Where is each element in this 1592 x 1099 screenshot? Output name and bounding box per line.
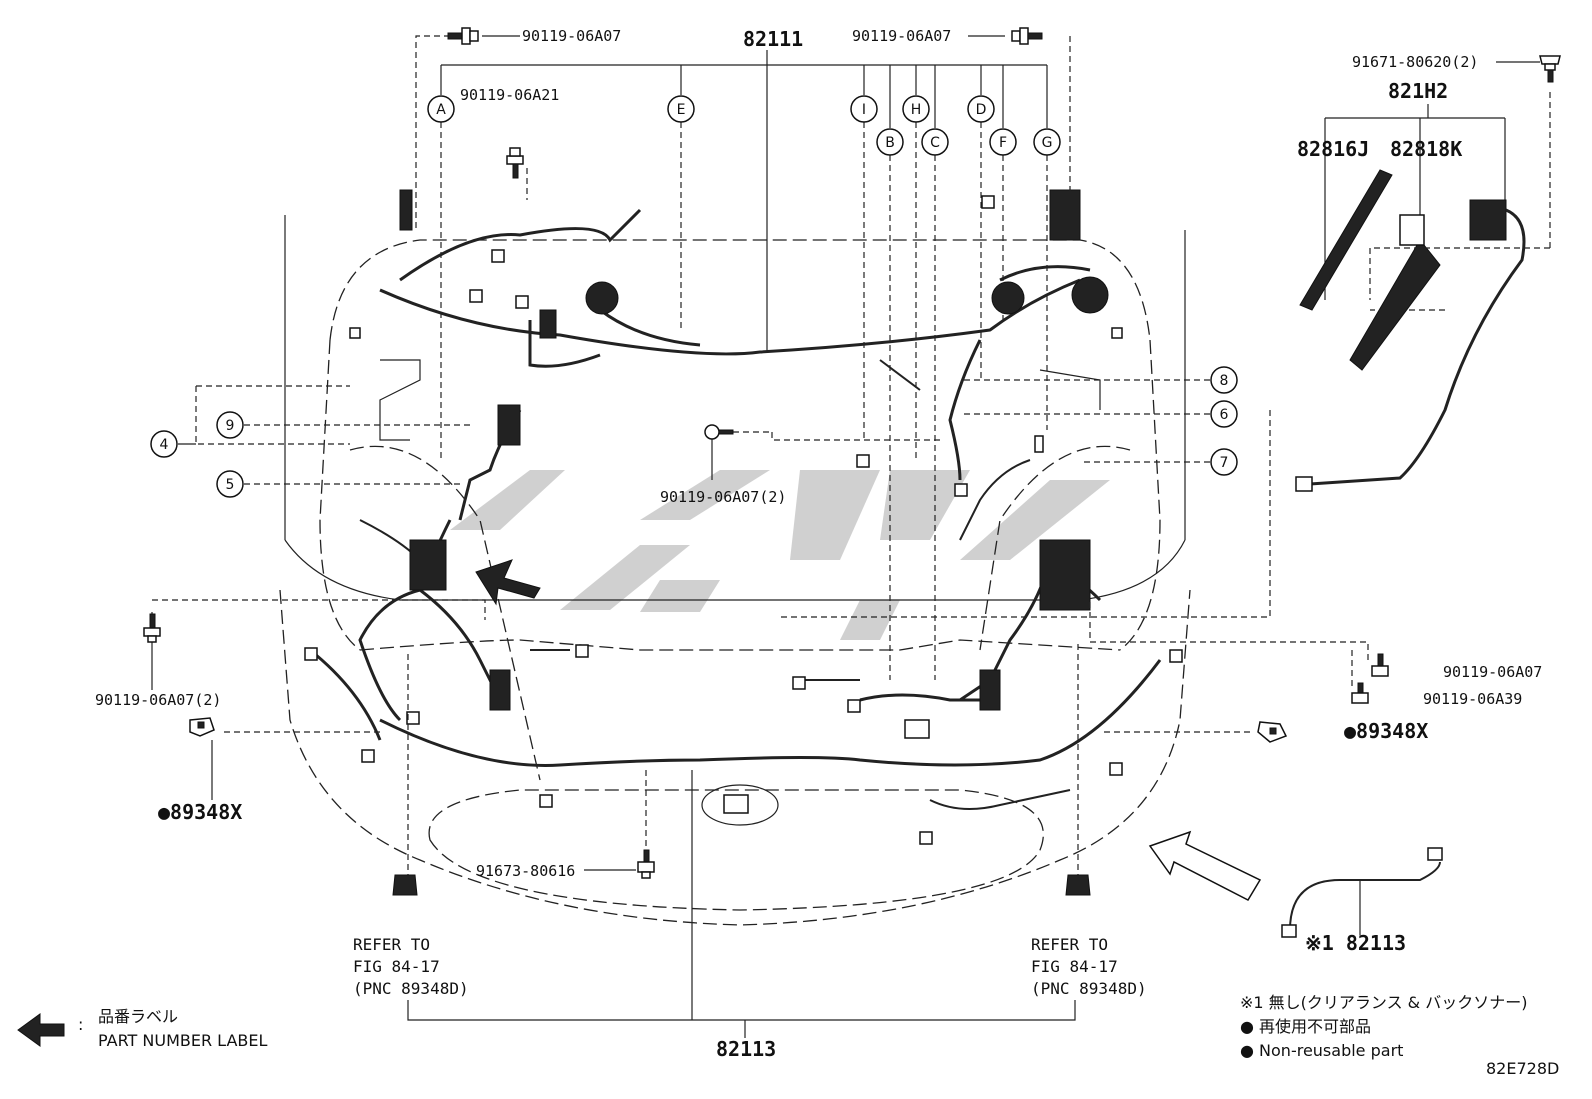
bolt-icon bbox=[704, 424, 734, 440]
sub-harness-components bbox=[1148, 61, 1551, 938]
svg-text:FIG 84-17: FIG 84-17 bbox=[353, 957, 440, 976]
refer-note-left: REFER TO FIG 84-17 (PNC 89348D) bbox=[353, 935, 469, 998]
svg-text:FIG 84-17: FIG 84-17 bbox=[1031, 957, 1118, 976]
car-body-outline bbox=[279, 215, 1191, 926]
bolt-icon bbox=[637, 849, 655, 879]
callout-h: H bbox=[902, 95, 930, 123]
pn-82816j: 82816J bbox=[1297, 137, 1369, 161]
callout-a: A bbox=[427, 95, 455, 123]
arrow-left-icon bbox=[17, 1013, 65, 1047]
bolt-icon bbox=[447, 27, 479, 45]
svg-text:9: 9 bbox=[226, 418, 235, 434]
callout-9: 9 bbox=[216, 411, 244, 439]
pn-821h2: 821H2 bbox=[1388, 79, 1448, 103]
svg-text:7: 7 bbox=[1220, 455, 1229, 471]
svg-text:4: 4 bbox=[160, 437, 169, 453]
top-leader-lines bbox=[415, 35, 1071, 680]
svg-text:B: B bbox=[885, 135, 895, 151]
pn-90119-06a07-center: 90119-06A07(2) bbox=[660, 488, 786, 506]
svg-text:(PNC 89348D): (PNC 89348D) bbox=[1031, 979, 1147, 998]
bolt-icon bbox=[143, 613, 161, 643]
clip-icon bbox=[392, 874, 418, 896]
clip-icon bbox=[1065, 874, 1091, 896]
nonreuse-jp: ● 再使用不可部品 bbox=[1240, 1017, 1371, 1036]
pn-90119-06a07-left: 90119-06A07(2) bbox=[95, 691, 221, 709]
side-leader-lines bbox=[151, 379, 1369, 1038]
pn-90119-06a07-top-left: 90119-06A07 bbox=[522, 27, 621, 45]
pn-90119-06a39: 90119-06A39 bbox=[1423, 690, 1522, 708]
pn-90119-06a07-top-right: 90119-06A07 bbox=[852, 27, 951, 45]
callout-5: 5 bbox=[216, 470, 244, 498]
watermark-logo bbox=[450, 470, 1110, 640]
clip-icon bbox=[1257, 721, 1288, 743]
svg-text:REFER TO: REFER TO bbox=[353, 935, 430, 954]
pn-90119-06a21: 90119-06A21 bbox=[460, 86, 559, 104]
legend: : 品番ラベル PART NUMBER LABEL ※1 無し(クリアランス &… bbox=[17, 993, 1528, 1060]
svg-text:G: G bbox=[1042, 135, 1053, 151]
svg-text:REFER TO: REFER TO bbox=[1031, 935, 1108, 954]
callout-8: 8 bbox=[1210, 366, 1238, 394]
callout-4: 4 bbox=[150, 430, 178, 458]
callout-b: B bbox=[876, 128, 904, 156]
refer-note-right: REFER TO FIG 84-17 (PNC 89348D) bbox=[1031, 935, 1147, 998]
svg-text:(PNC 89348D): (PNC 89348D) bbox=[353, 979, 469, 998]
pn-91673-80616: 91673-80616 bbox=[476, 862, 575, 880]
part-number-labels: 82111 90119-06A07 90119-06A07 90119-06A2… bbox=[95, 27, 1559, 1078]
bolt-icon bbox=[506, 147, 524, 179]
circle-letter-callouts: A E I B H C D F G bbox=[427, 95, 1061, 156]
svg-text:F: F bbox=[999, 135, 1007, 151]
svg-text:8: 8 bbox=[1220, 373, 1229, 389]
callout-g: G bbox=[1033, 128, 1061, 156]
svg-text:D: D bbox=[976, 102, 987, 118]
image-code: 82E728D bbox=[1486, 1059, 1559, 1078]
callout-e: E bbox=[667, 95, 695, 123]
clip-icons bbox=[189, 717, 1288, 896]
svg-text:E: E bbox=[677, 102, 686, 118]
bolt-icon bbox=[1011, 27, 1043, 45]
callout-6: 6 bbox=[1210, 400, 1238, 428]
clip-icon bbox=[189, 717, 215, 737]
svg-text:A: A bbox=[436, 102, 446, 118]
svg-text:I: I bbox=[862, 102, 866, 118]
harness-connectors bbox=[304, 189, 1183, 845]
label-jp: 品番ラベル bbox=[98, 1007, 178, 1026]
callout-7: 7 bbox=[1210, 448, 1238, 476]
callout-i: I bbox=[850, 95, 878, 123]
pn-90119-06a07-right: 90119-06A07 bbox=[1443, 663, 1542, 681]
callout-c: C bbox=[921, 128, 949, 156]
bolt-icon bbox=[1539, 55, 1561, 83]
svg-text:6: 6 bbox=[1220, 407, 1229, 423]
bolt-icon bbox=[1351, 682, 1369, 704]
svg-text:5: 5 bbox=[226, 477, 235, 493]
bolt-icon bbox=[1371, 653, 1389, 677]
label-en: PART NUMBER LABEL bbox=[98, 1031, 267, 1050]
bolt-icons bbox=[143, 27, 1561, 879]
circle-number-callouts: 4 9 5 8 6 7 bbox=[150, 366, 1238, 498]
pn-89348x-left: ●89348X bbox=[158, 800, 242, 824]
pn-82113-bottom: 82113 bbox=[716, 1037, 776, 1061]
nonreuse-en: ● Non-reusable part bbox=[1240, 1041, 1403, 1060]
pn-91671-80620: 91671-80620(2) bbox=[1352, 53, 1478, 71]
svg-text:H: H bbox=[911, 102, 922, 118]
pn-82111: 82111 bbox=[743, 27, 803, 51]
callout-d: D bbox=[967, 95, 995, 123]
svg-text::: : bbox=[78, 1015, 83, 1034]
pn-89348x-right: ●89348X bbox=[1344, 719, 1428, 743]
svg-text:C: C bbox=[930, 135, 940, 151]
callout-f: F bbox=[989, 128, 1017, 156]
pn-82113-separate: ※1 82113 bbox=[1305, 931, 1406, 955]
note-none: ※1 無し(クリアランス & バックソナー) bbox=[1240, 993, 1528, 1012]
pn-82818k: 82818K bbox=[1390, 137, 1462, 161]
part-number-label-arrow bbox=[475, 559, 541, 606]
